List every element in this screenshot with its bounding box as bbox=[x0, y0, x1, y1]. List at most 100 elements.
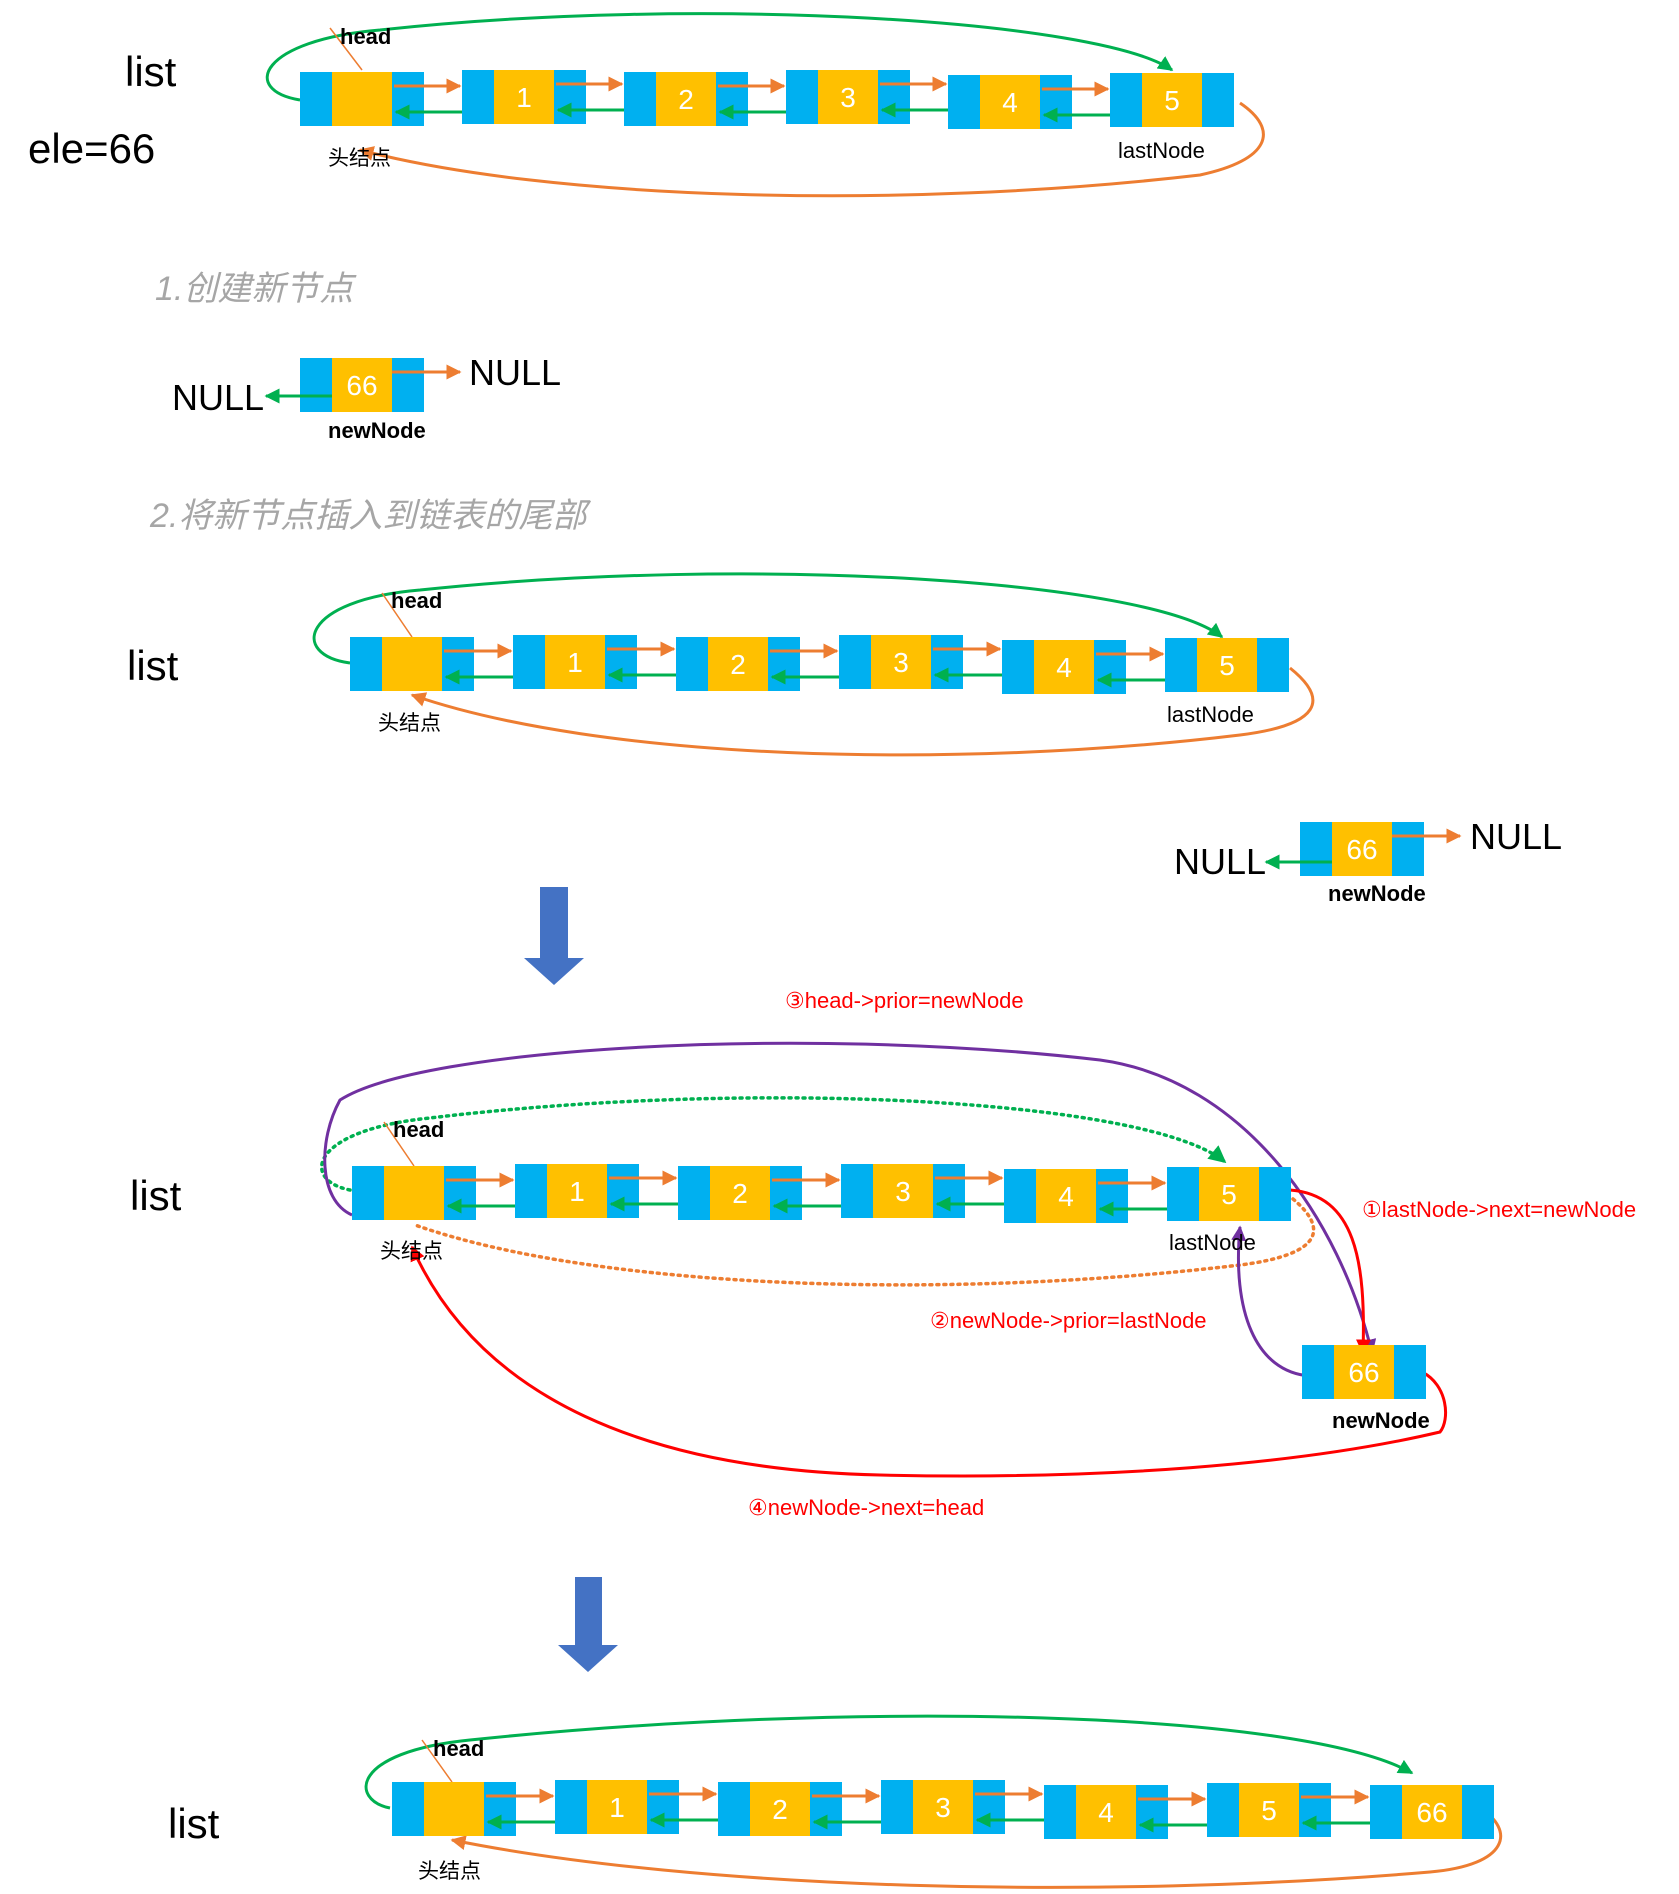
prior-field bbox=[1167, 1167, 1199, 1221]
next-field bbox=[647, 1780, 679, 1834]
last-node-label: lastNode bbox=[1118, 138, 1205, 163]
data-field bbox=[871, 635, 931, 689]
head-pointer bbox=[421, 1739, 453, 1783]
list-node: 2 bbox=[676, 637, 891, 691]
next-field bbox=[444, 1166, 476, 1220]
list-node: 5 bbox=[1207, 1783, 1422, 1837]
data-field bbox=[587, 1780, 647, 1834]
prior-field bbox=[350, 637, 382, 691]
list-node: 2 bbox=[718, 1782, 933, 1836]
node-value: 2 bbox=[732, 1178, 748, 1209]
data-field bbox=[873, 1164, 933, 1218]
head-pointer bbox=[383, 1121, 415, 1167]
list-node: 4 bbox=[1044, 1785, 1259, 1839]
data-field bbox=[545, 635, 605, 689]
prior-field bbox=[786, 70, 818, 124]
node-value: 2 bbox=[772, 1794, 788, 1825]
node-value: 3 bbox=[840, 82, 856, 113]
list-node: 66 bbox=[1370, 1785, 1494, 1839]
list-node: 4 bbox=[948, 75, 1162, 129]
head-label: head bbox=[340, 24, 391, 49]
head-label: head bbox=[393, 1117, 444, 1142]
next-field bbox=[484, 1782, 516, 1836]
data-field bbox=[710, 1166, 770, 1220]
step-2-label: 2.将新节点插入到链表的尾部 bbox=[149, 497, 591, 535]
node-value: 4 bbox=[1056, 652, 1072, 683]
new-node-detached: 66 NULL NULL newNode bbox=[1174, 816, 1562, 906]
next-field bbox=[1392, 822, 1424, 876]
data-field bbox=[818, 70, 878, 124]
list-node: 2 bbox=[624, 72, 838, 126]
list-node: 4 bbox=[1002, 640, 1217, 694]
node-value: 5 bbox=[1221, 1179, 1237, 1210]
annotation-step-2: ②newNode->prior=lastNode bbox=[930, 1308, 1207, 1333]
data-field bbox=[494, 70, 554, 124]
next-field bbox=[392, 72, 424, 126]
next-field bbox=[1094, 640, 1126, 694]
list-node: 5 bbox=[1165, 638, 1289, 692]
new-node-label: newNode bbox=[1332, 1408, 1430, 1433]
data-field bbox=[332, 358, 392, 412]
next-field bbox=[1096, 1169, 1128, 1223]
data-field bbox=[1199, 1167, 1259, 1221]
next-field bbox=[1259, 1167, 1291, 1221]
prior-field bbox=[948, 75, 980, 129]
tail-to-head-prior-link bbox=[364, 1714, 1414, 1810]
node-value: 4 bbox=[1098, 1797, 1114, 1828]
prior-field bbox=[1207, 1783, 1239, 1837]
prior-field bbox=[1370, 1785, 1402, 1839]
node-value: 66 bbox=[346, 370, 377, 401]
next-field bbox=[716, 72, 748, 126]
prior-field bbox=[555, 1780, 587, 1834]
next-field bbox=[1040, 75, 1072, 129]
node-value: 3 bbox=[935, 1792, 951, 1823]
node-value: 5 bbox=[1164, 85, 1180, 116]
list-node: 1 bbox=[513, 635, 728, 689]
list-node: 3 bbox=[839, 635, 1054, 689]
list-node: 2 bbox=[678, 1166, 893, 1220]
list-node: 5 bbox=[1167, 1167, 1291, 1221]
null-label: NULL bbox=[1174, 841, 1266, 882]
prior-field bbox=[1002, 640, 1034, 694]
new-node-label: newNode bbox=[328, 418, 426, 443]
prior-field bbox=[1110, 73, 1142, 127]
head-node bbox=[300, 72, 514, 126]
next-field bbox=[933, 1164, 965, 1218]
tail-to-head-prior-link bbox=[312, 572, 1224, 665]
prior-field bbox=[839, 635, 871, 689]
node-value: 5 bbox=[1261, 1795, 1277, 1826]
annotation-step-4: ④newNode->next=head bbox=[748, 1495, 984, 1520]
next-field bbox=[878, 70, 910, 124]
null-label: NULL bbox=[1470, 816, 1562, 857]
data-field bbox=[1402, 1785, 1462, 1839]
prior-field bbox=[1004, 1169, 1036, 1223]
node-value: 4 bbox=[1058, 1181, 1074, 1212]
next-field bbox=[973, 1780, 1005, 1834]
next-field bbox=[1462, 1785, 1494, 1839]
tail-to-head-next-link bbox=[450, 1806, 1503, 1889]
data-field bbox=[980, 75, 1040, 129]
next-field bbox=[605, 635, 637, 689]
annotation-step-1: ①lastNode->next=newNode bbox=[1362, 1197, 1636, 1222]
tail-to-head-next-link bbox=[410, 666, 1315, 757]
head-node bbox=[352, 1166, 567, 1220]
head-node-label: 头结点 bbox=[378, 712, 441, 735]
data-field bbox=[382, 637, 442, 691]
prior-field bbox=[513, 635, 545, 689]
next-field bbox=[1394, 1345, 1426, 1399]
list-row-insertion: head 头结点 lastNode 66 newNode ③head->prio… bbox=[320, 988, 1636, 1520]
down-arrow-icon bbox=[558, 1577, 618, 1672]
next-field bbox=[1202, 73, 1234, 127]
prior-field bbox=[515, 1164, 547, 1218]
down-arrow-icon bbox=[524, 887, 584, 985]
data-field bbox=[656, 72, 716, 126]
prior-field bbox=[718, 1782, 750, 1836]
data-field bbox=[750, 1782, 810, 1836]
list-node: 1 bbox=[555, 1780, 770, 1834]
next-field bbox=[1299, 1783, 1331, 1837]
node-value: 66 bbox=[1348, 1357, 1379, 1388]
data-field bbox=[1036, 1169, 1096, 1223]
